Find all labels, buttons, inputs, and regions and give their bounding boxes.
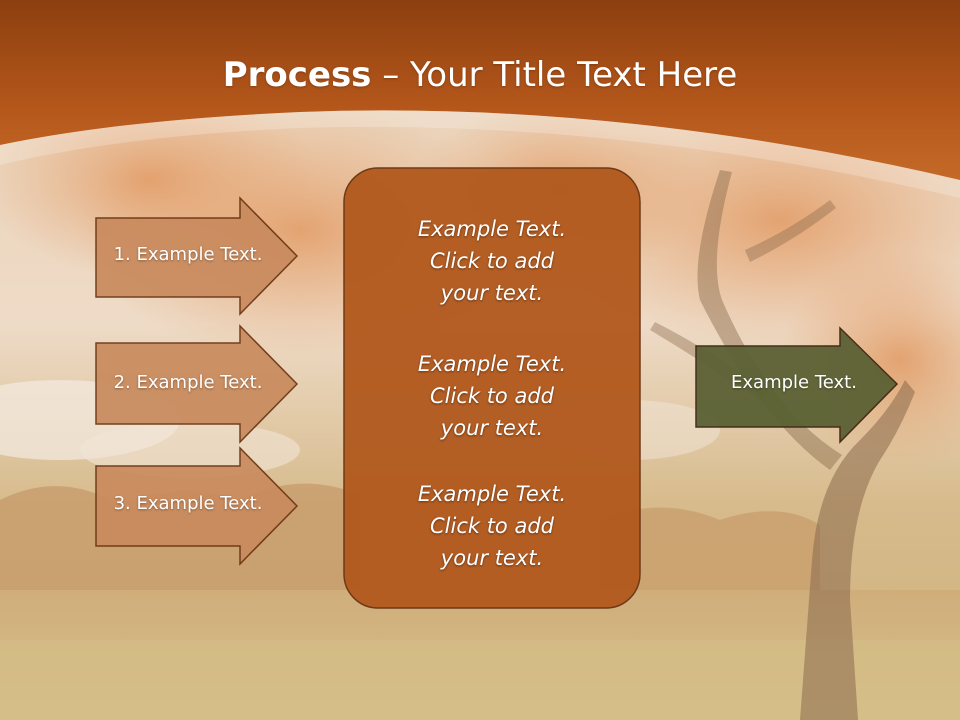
center-text-line: Example Text. [417, 352, 567, 376]
right-arrow[interactable] [695, 326, 899, 444]
center-text-line: your text. [440, 546, 544, 570]
title-bold: Process [222, 55, 372, 95]
center-text-line: your text. [440, 281, 544, 305]
left-arrow-2[interactable] [95, 324, 299, 444]
right-arrow-label: Example Text. [731, 372, 857, 393]
center-text-line: Example Text. [417, 217, 567, 241]
left-arrow-1-label: 1. Example Text. [113, 244, 263, 265]
center-text-line: Click to add [429, 249, 554, 273]
center-box[interactable] [343, 167, 641, 609]
center-text-line: Click to add [429, 384, 554, 408]
center-text-block-1[interactable]: Example Text. Click to add your text. [345, 213, 639, 309]
title-rest: – Your Title Text Here [371, 55, 738, 95]
left-arrow-2-label: 2. Example Text. [113, 372, 263, 393]
left-arrow-3-label: 3. Example Text. [113, 493, 263, 514]
center-text-line: Example Text. [417, 482, 567, 506]
left-arrow-3[interactable] [95, 446, 299, 566]
center-text-block-3[interactable]: Example Text. Click to add your text. [345, 478, 639, 574]
slide-title: Process – Your Title Text Here [0, 55, 960, 95]
center-text-block-2[interactable]: Example Text. Click to add your text. [345, 348, 639, 444]
center-text-line: Click to add [429, 514, 554, 538]
center-text-line: your text. [440, 416, 544, 440]
left-arrow-1[interactable] [95, 196, 299, 316]
